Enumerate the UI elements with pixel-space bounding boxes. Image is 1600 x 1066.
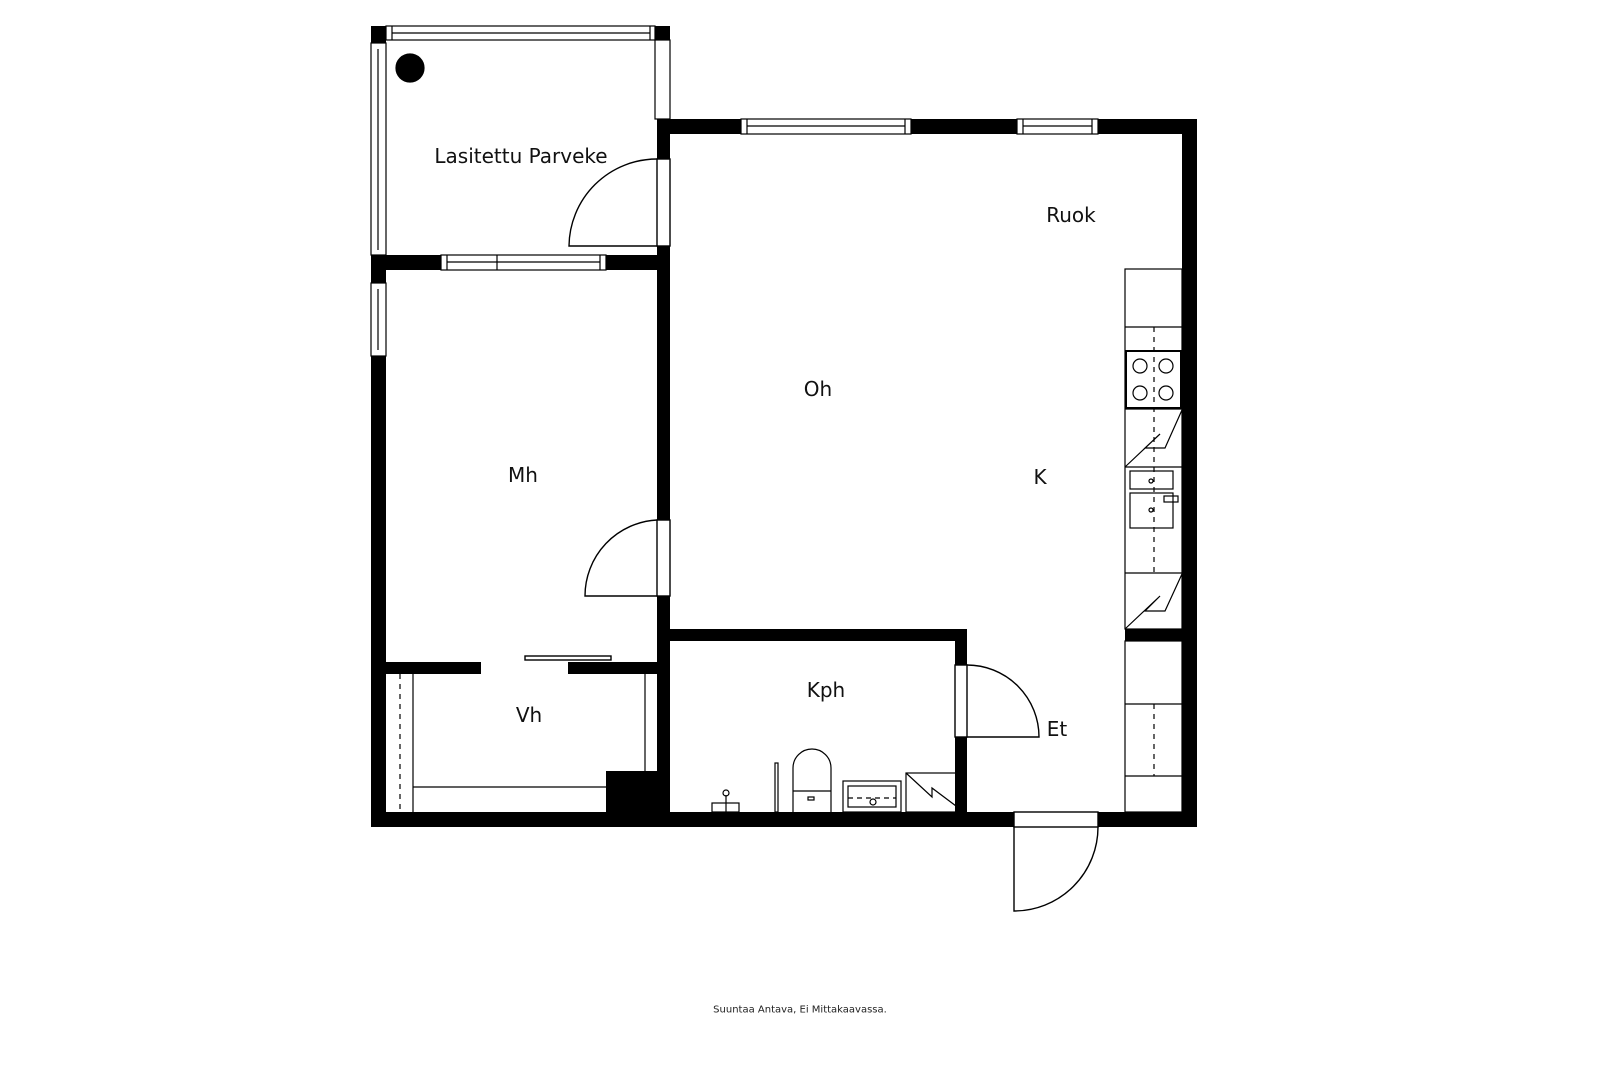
room-label-dining: Ruok [1046,203,1096,227]
room-label-kitchen: K [1033,465,1047,489]
sink-icon [1129,470,1174,490]
scale-disclaimer: Suuntaa Antava, Ei Mittakaavassa. [713,1004,887,1016]
room-label-bathroom: Kph [806,678,846,702]
room-label-balcony: Lasitettu Parveke [434,144,608,168]
room-label-living: Oh [803,377,833,401]
walls [371,26,1197,827]
washbasin-icon [842,780,902,813]
fridge-icon [1124,409,1183,468]
doors [524,158,1099,912]
washing-machine-icon [905,772,965,813]
fixtures [395,53,1183,813]
room-label-bedroom: Mh [508,463,538,487]
room-label-hallway: Et [1046,717,1068,741]
toilet-icon [792,748,832,812]
column-icon [395,53,425,83]
room-label-closet: Vh [515,703,543,727]
windows [370,25,1099,357]
